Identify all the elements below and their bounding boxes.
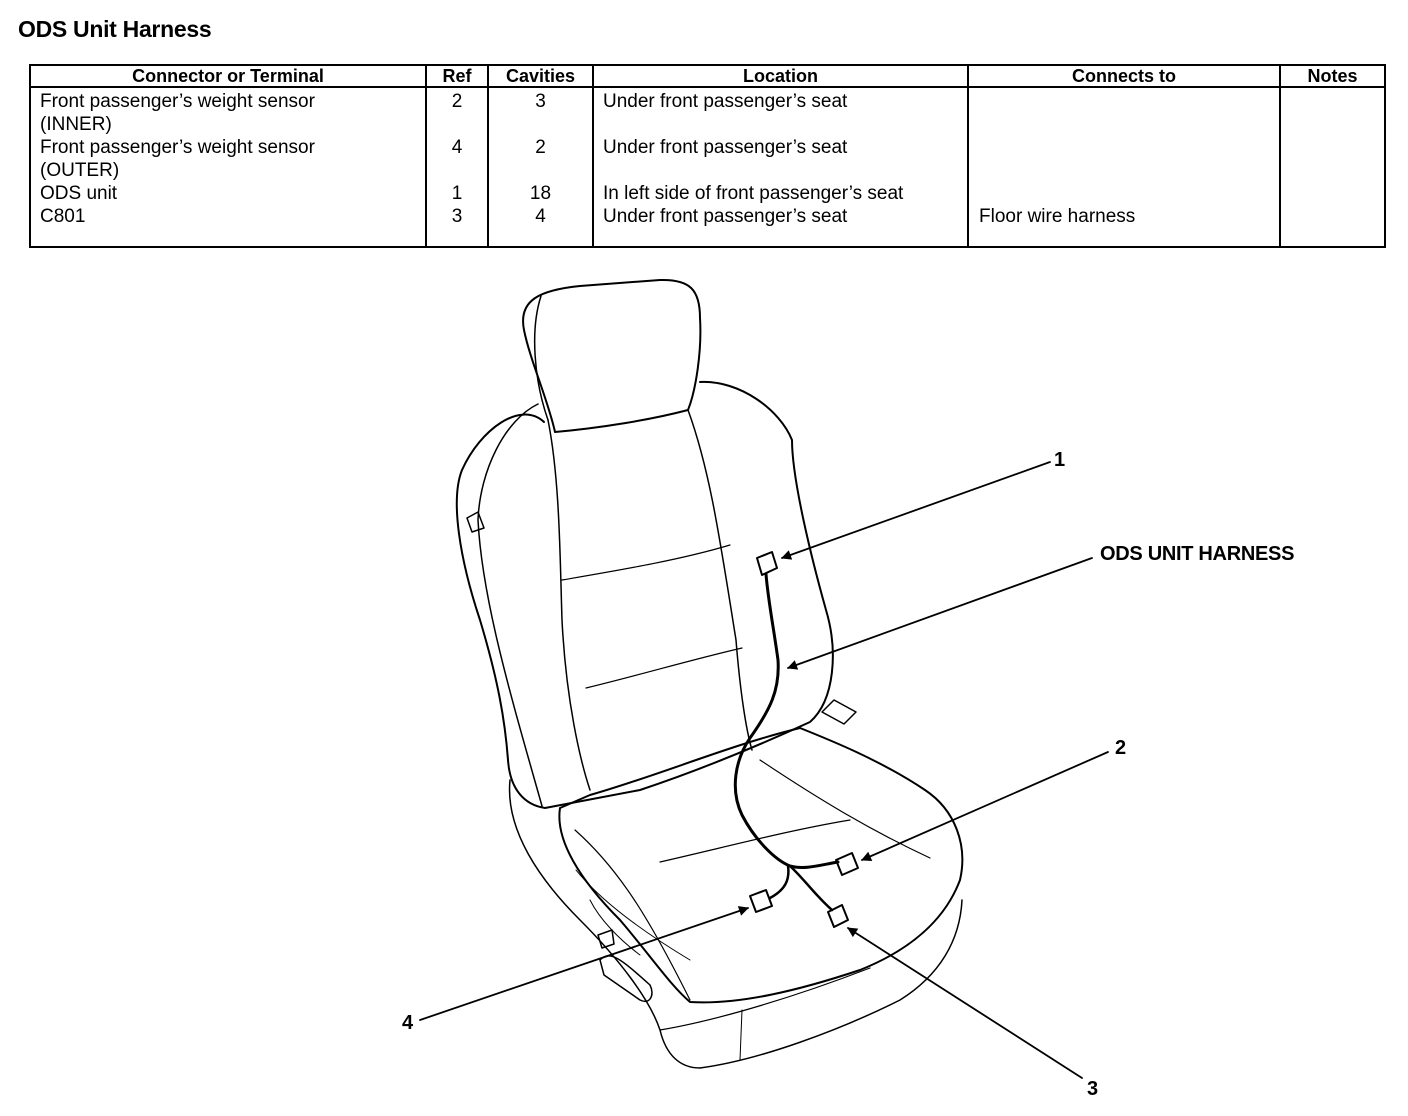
table-row: Front passenger’s weight sensor (OUTER) … [29,136,1386,182]
cell-notes [1279,205,1386,247]
table-row: C801 3 4 Under front passenger’s seat Fl… [29,205,1386,247]
seatback-buckle [466,511,485,533]
leader-4 [419,906,749,1021]
cell-notes [1279,136,1386,182]
cell-connects-to [967,136,1281,182]
callout-1: 1 [1054,449,1066,471]
seat-switch [599,955,653,1002]
table-row: ODS unit 1 18 In left side of front pass… [29,182,1386,205]
cell-cavities: 4 [487,205,594,247]
cell-ref: 2 [425,87,489,136]
cell-connector: C801 [29,205,427,247]
cell-notes [1279,87,1386,136]
connector-4 [749,889,773,913]
harness-label: ODS UNIT HARNESS [1100,543,1295,565]
col-header-location: Location [592,64,969,88]
col-header-ref: Ref [425,64,489,88]
cell-connects-to: Floor wire harness [967,205,1281,247]
cell-connects-to [967,182,1281,205]
seatback [455,380,834,809]
table-row: Front passenger’s weight sensor (INNER) … [29,87,1386,136]
ods-harness-wire [733,572,840,869]
leader-1 [781,461,1051,560]
cell-connector: Front passenger’s weight sensor (OUTER) [29,136,427,182]
connector-2 [835,852,859,876]
col-header-connects-to: Connects to [967,64,1281,88]
callout-4: 4 [402,1012,414,1034]
cell-connector: ODS unit [29,182,427,205]
cell-connector: Front passenger’s weight sensor (INNER) [29,87,427,136]
cell-ref: 3 [425,205,489,247]
cell-location: Under front passenger’s seat [592,136,969,182]
callout-3: 3 [1087,1078,1099,1100]
col-header-connector: Connector or Terminal [29,64,427,88]
leader-2 [861,751,1109,861]
leader-harness [787,557,1093,670]
cell-cavities: 2 [487,136,594,182]
cell-ref: 1 [425,182,489,205]
seat-cushion [558,727,964,1004]
cell-location: In left side of front passenger’s seat [592,182,969,205]
recline-lever [821,699,857,725]
seat-base [508,779,963,1069]
cell-notes [1279,182,1386,205]
col-header-cavities: Cavities [487,64,594,88]
cell-ref: 4 [425,136,489,182]
cell-cavities: 18 [487,182,594,205]
cell-location: Under front passenger’s seat [592,87,969,136]
connector-1 [756,551,778,576]
col-header-notes: Notes [1279,64,1386,88]
callout-2: 2 [1115,737,1127,759]
leader-3 [847,927,1083,1079]
table-header-row: Connector or Terminal Ref Cavities Locat… [29,64,1386,88]
cell-cavities: 3 [487,87,594,136]
connector-table: Connector or Terminal Ref Cavities Locat… [29,64,1386,248]
page-title: ODS Unit Harness [18,16,212,42]
cell-connects-to [967,87,1281,136]
connector-3 [827,904,849,928]
cell-location: Under front passenger’s seat [592,205,969,247]
headrest [522,278,702,433]
